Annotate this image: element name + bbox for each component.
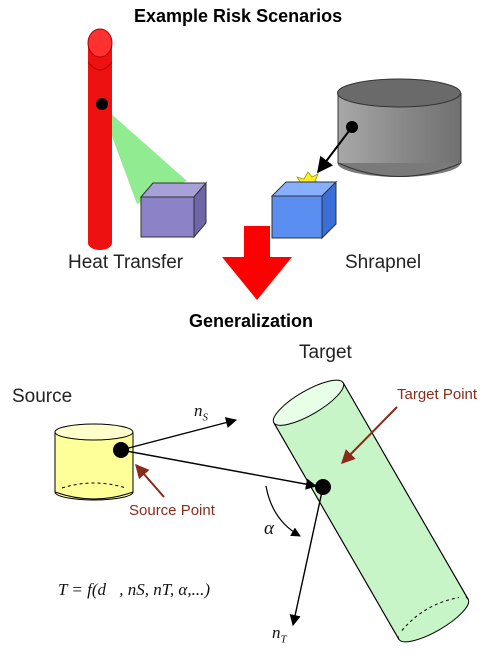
target-cylinder: [272, 379, 470, 643]
heat-beam: [100, 104, 187, 204]
source-point-pointer: [135, 463, 165, 498]
shrapnel-label: Shrapnel: [345, 252, 422, 273]
gray-drum: [337, 78, 462, 177]
risk-formula: T = f(d⃗, nS, nT, α,...): [58, 580, 211, 599]
target-point-label: Target Point: [397, 386, 478, 403]
purple-cube: [139, 181, 208, 239]
alpha-arc: [265, 485, 301, 537]
shrapnel-scenario: [270, 78, 462, 240]
source-point-label: Source Point: [129, 502, 215, 519]
direction-vector: [120, 449, 318, 490]
heat-source-point: [96, 98, 108, 110]
target-label: Target: [299, 342, 352, 363]
ns-label: nS: [194, 401, 208, 424]
generalization-arrow: [222, 226, 292, 300]
ns-vector: [120, 417, 238, 451]
nt-vector: [289, 486, 324, 627]
generalization-title: Generalization: [189, 311, 314, 331]
heat-transfer-scenario: [87, 28, 208, 250]
source-label: Source: [12, 386, 73, 407]
scenarios-title: Example Risk Scenarios: [134, 6, 343, 26]
heat-transfer-label: Heat Transfer: [68, 252, 184, 273]
target-point-pointer: [341, 406, 398, 464]
red-cylinder: [87, 28, 113, 250]
nt-label: nT: [272, 623, 287, 646]
shrapnel-arrow: [317, 126, 353, 174]
blue-cube: [270, 180, 338, 240]
alpha-label: α: [264, 518, 274, 539]
source-cylinder: [54, 423, 134, 501]
